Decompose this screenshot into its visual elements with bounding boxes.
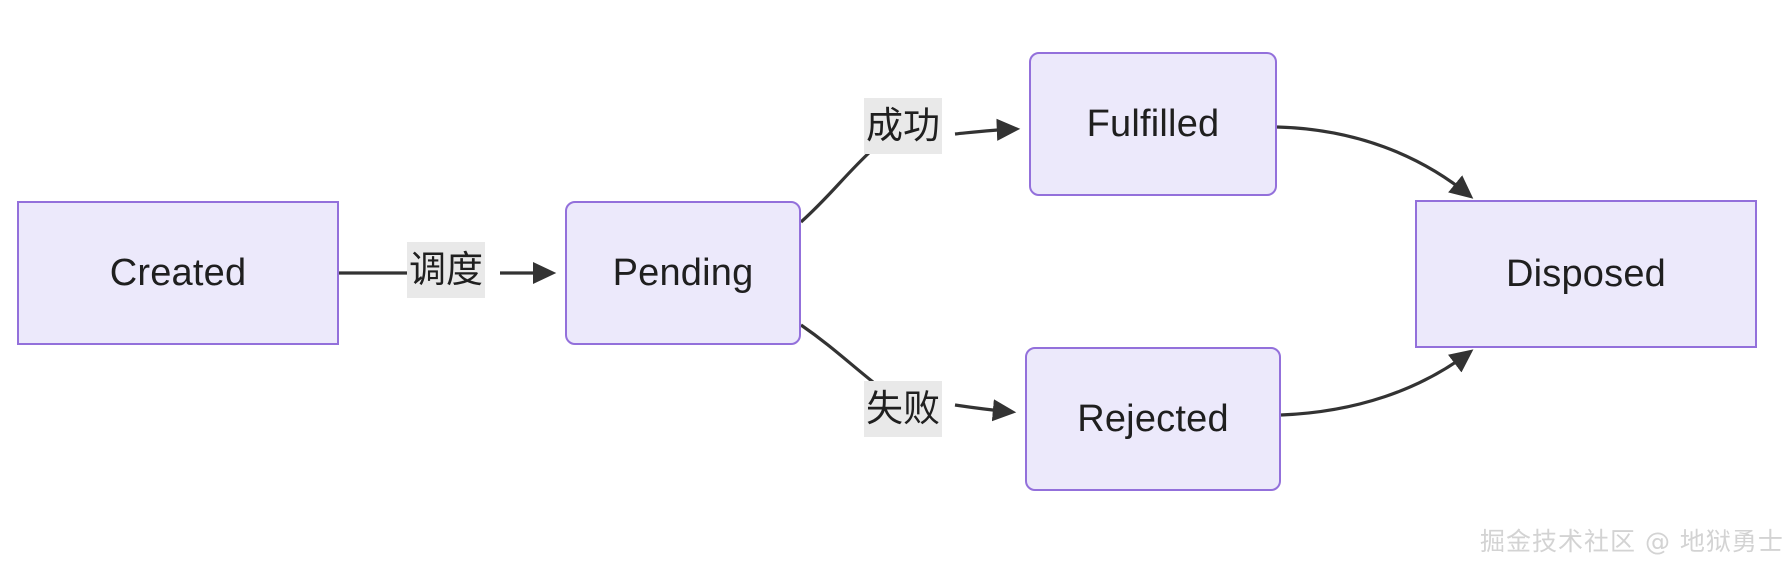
node-disposed-label: Disposed [1505,252,1667,295]
node-fulfilled-label: Fulfilled [1086,102,1220,145]
node-pending-label: Pending [612,251,754,294]
edge-rejected-to-disposed [1280,349,1474,417]
edge-pending-to-fulfilled [799,148,874,224]
edge-pending-to-fulfilled-tail [954,118,1021,141]
edge-label-schedule: 调度 [407,242,485,298]
node-rejected-label: Rejected [1077,397,1229,440]
node-pending[interactable]: Pending [565,201,801,345]
node-created[interactable]: Created [17,201,339,345]
edge-label-failure: 失败 [864,381,942,437]
edge-pending-to-rejected-tail [954,399,1017,422]
node-disposed[interactable]: Disposed [1415,200,1757,348]
watermark-text: 掘金技术社区 @ 地狱勇士 [1480,527,1784,556]
edge-pending-to-rejected [800,323,874,384]
edge-label-success: 成功 [864,98,942,154]
edge-fulfilled-to-disposed [1276,125,1474,199]
node-rejected[interactable]: Rejected [1025,347,1281,491]
node-created-label: Created [109,251,247,294]
node-fulfilled[interactable]: Fulfilled [1029,52,1277,196]
